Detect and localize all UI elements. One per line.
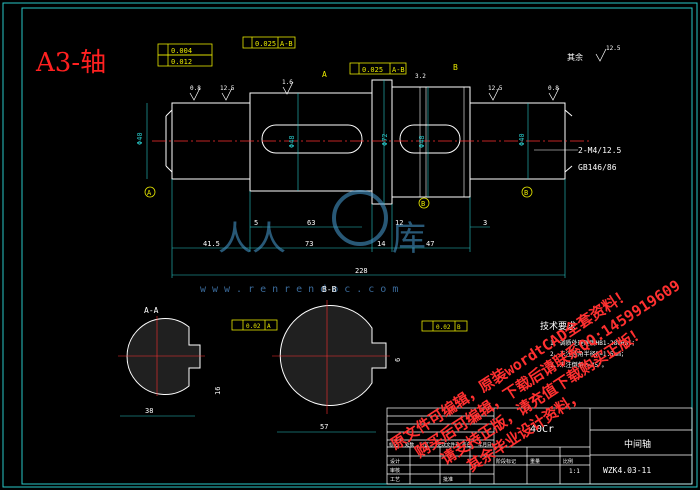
sec-b-tol (421, 320, 468, 332)
roughness-symbols: 0.8 12.5 1.6 3.2 12.5 0.8 12.5 (190, 45, 621, 92)
svg-text:A: A (267, 323, 271, 330)
watermark-logo: 人人 库 (218, 190, 426, 259)
promo-watermark: 原文件可编辑，原装wordtCAD全套资料！ 购买后可编辑，下载后请联系QQ:1… (387, 276, 683, 475)
tolerance-frame-mid (242, 36, 407, 75)
tech-item-2: 2、未注圆角半径R=1.5mm； (550, 350, 627, 358)
svg-text:A: A (147, 189, 152, 197)
section-a-label: A-A (144, 306, 159, 315)
weight-label: 重量 (530, 458, 540, 465)
svg-text:0.8: 0.8 (548, 85, 559, 92)
sec-a-tol-val: 0.02 (246, 323, 261, 330)
scale: 1:1 (569, 468, 580, 475)
sec-a-width: 38 (145, 407, 153, 415)
sec-b-tol-val: 0.02 (436, 324, 451, 331)
svg-text:标记: 标记 (389, 441, 398, 448)
dim-5: 5 (254, 219, 258, 227)
svg-text:签名: 签名 (462, 441, 471, 448)
phi-right: Φ40 (518, 133, 526, 146)
svg-text:B: B (421, 200, 425, 208)
tol-t2: 0.012 (171, 58, 192, 66)
watermark-site: www.renrendoc.com (200, 284, 404, 295)
svg-text:处数: 处数 (405, 441, 414, 448)
material: 40Cr (530, 424, 554, 435)
stage-label: 阶段标记 (496, 458, 516, 465)
length-labels: 228 41.5 73 14 47 5 63 3 12 (203, 219, 487, 275)
svg-text:0.8: 0.8 (190, 85, 201, 92)
svg-text:12.5: 12.5 (220, 85, 235, 92)
svg-text:审核: 审核 (390, 467, 400, 474)
phi-mid2: Φ72 (381, 133, 389, 146)
keyway-left (261, 124, 363, 154)
svg-text:B: B (453, 63, 458, 72)
other-label: 其余 (567, 52, 583, 62)
sec-a-tol (231, 319, 278, 331)
dim-total: 228 (355, 267, 368, 275)
dim-63: 63 (307, 219, 315, 227)
title-block (386, 407, 693, 485)
section-b (272, 300, 390, 414)
diameter-dims: Φ40 Φ48 Φ72 Φ48 Φ40 (136, 132, 526, 148)
dim-12: 12 (395, 219, 403, 227)
svg-text:12.5: 12.5 (488, 85, 503, 92)
dim-73: 73 (305, 240, 313, 248)
sec-b-width: 57 (320, 423, 328, 431)
gear-hatch (419, 87, 465, 197)
tol-t1: 0.004 (171, 47, 192, 55)
svg-text:12.5: 12.5 (606, 45, 621, 52)
phi-mid3: Φ48 (418, 135, 426, 148)
section-a (118, 316, 205, 396)
svg-text:库: 库 (392, 219, 426, 259)
datum-ab-2: A-B (392, 66, 405, 74)
title-cols: 标记 处数 分区 更改文件号 签名 年月日 (389, 441, 492, 448)
tech-item-3: 3、未注倒角2×45°。 (550, 361, 608, 369)
dim-41: 41.5 (203, 240, 220, 248)
tol-t3: 0.025 (255, 40, 276, 48)
svg-text:B: B (524, 189, 528, 197)
datum-markers: A B B A B (144, 63, 533, 209)
spline-label: 2-M4/12.5 (578, 146, 622, 155)
dim-14: 14 (377, 240, 385, 248)
spline-std: GB146/86 (578, 163, 617, 172)
page-title: A3-轴 (35, 48, 106, 78)
svg-text:1.6: 1.6 (282, 79, 293, 86)
inner-frame (21, 7, 693, 485)
part-name: 中间轴 (624, 438, 651, 450)
svg-text:批准: 批准 (443, 476, 453, 483)
svg-text:A: A (322, 70, 327, 79)
svg-text:年月日: 年月日 (478, 441, 492, 448)
shaft-outline (165, 79, 573, 205)
drawing-no: WZK4.03-11 (603, 466, 651, 475)
tolerance-frame-left (157, 43, 213, 67)
svg-text:B: B (457, 324, 461, 331)
sec-b-depth: 6 (394, 358, 402, 362)
length-dims (171, 179, 566, 278)
datum-ab-1: A-B (280, 40, 293, 48)
tech-item-1: 1、调质处理硬度HB1-280HBS； (550, 339, 638, 347)
tech-heading: 技术要求 (540, 320, 576, 332)
scale-label: 比例 (563, 458, 573, 465)
keyway-right (399, 124, 461, 154)
dim-47: 47 (426, 240, 434, 248)
svg-text:3.2: 3.2 (415, 73, 426, 80)
svg-text:设计: 设计 (390, 458, 400, 465)
roughness-ticks (189, 48, 607, 101)
sec-a-depth: 16 (214, 387, 222, 395)
title-rows: 设计 审核 工艺 批准 (390, 458, 453, 483)
section-b-label: B-B (322, 285, 337, 294)
phi-mid1: Φ48 (288, 135, 296, 148)
phi-left: Φ40 (136, 132, 144, 145)
svg-text:人人: 人人 (218, 219, 286, 259)
svg-text:分区: 分区 (420, 441, 429, 448)
tol-t4: 0.025 (362, 66, 383, 74)
svg-text:工艺: 工艺 (390, 477, 400, 483)
diameter-lines (146, 80, 529, 204)
dim-3: 3 (483, 219, 487, 227)
svg-text:更改文件号: 更改文件号 (437, 441, 460, 448)
